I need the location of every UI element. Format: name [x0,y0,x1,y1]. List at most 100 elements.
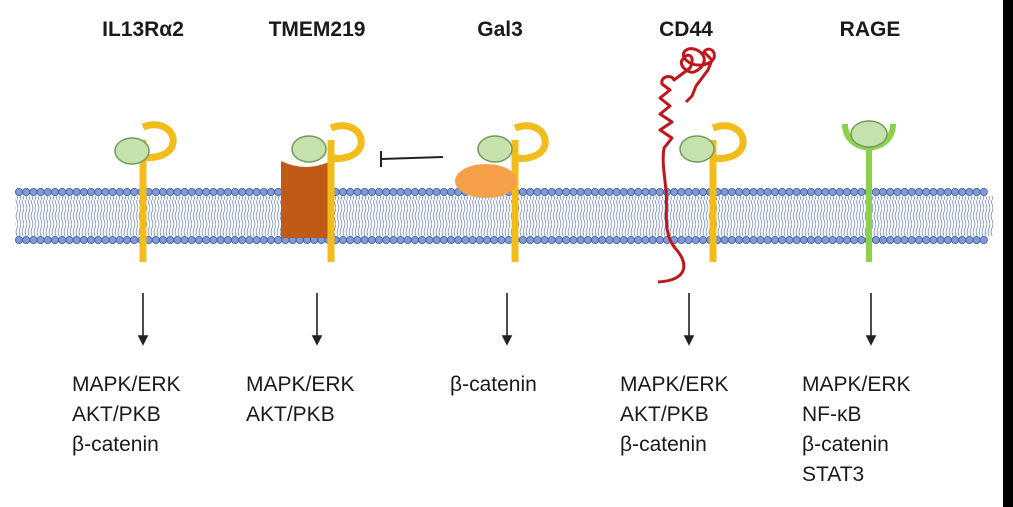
phospholipid-head [382,187,391,196]
phospholipid-head [922,235,931,244]
phospholipid-head [763,235,772,244]
phospholipid-head [367,235,376,244]
phospholipid-head [72,235,81,244]
phospholipid-head [576,235,585,244]
phospholipid-head [555,235,564,244]
phospholipid-head [29,187,38,196]
phospholipid-head [36,235,45,244]
phospholipid-head [576,187,585,196]
pathway-item: AKT/PKB [246,403,335,426]
phospholipid-head [670,187,679,196]
tmem219-ligand [291,135,327,163]
phospholipid-head [943,187,952,196]
pathway-item: NF-κB [802,403,862,426]
phospholipid-head [353,187,362,196]
phospholipid-head [958,187,967,196]
phospholipid-head [223,187,232,196]
phospholipid-head [799,235,808,244]
phospholipid-head [677,235,686,244]
phospholipid-head [65,235,74,244]
lipid-bilayer [14,187,993,244]
phospholipid-head [907,187,916,196]
phospholipid-head [900,235,909,244]
phospholipid-head [958,235,967,244]
phospholipid-head [591,235,600,244]
cd44-ligand [679,135,715,163]
phospholipid-head [655,187,664,196]
arrow-rage [865,293,877,346]
phospholipid-head [778,235,787,244]
phospholipid-head [879,187,888,196]
phospholipid-head [814,235,823,244]
phospholipid-head [130,235,139,244]
phospholipid-head [29,235,38,244]
phospholipid-head [180,235,189,244]
phospholipid-head [338,187,347,196]
phospholipid-head [785,235,794,244]
phospholipid-head [209,235,218,244]
phospholipid-head [871,235,880,244]
phospholipid-head [115,235,124,244]
phospholipid-head [771,187,780,196]
phospholipid-head [432,235,441,244]
phospholipid-head [403,235,412,244]
phospholipid-head [425,187,434,196]
phospholipid-head [929,235,938,244]
phospholipid-head [857,187,866,196]
phospholipid-head [360,187,369,196]
phospholipid-head [519,187,528,196]
pathway-item: MAPK/ERK [246,373,355,396]
phospholipid-head [555,187,564,196]
phospholipid-head [410,235,419,244]
arrow-cd44 [683,293,695,346]
phospholipid-head [979,187,988,196]
phospholipid-head [771,235,780,244]
phospholipid-head [230,187,239,196]
phospholipid-head [353,235,362,244]
phospholipid-head [382,235,391,244]
phospholipid-head [915,235,924,244]
phospholipid-head [14,187,23,196]
phospholipid-head [792,235,801,244]
phospholipid-head [598,235,607,244]
phospholipid-head [396,235,405,244]
pathway-item: β-catenin [620,433,707,456]
phospholipid-head [43,187,52,196]
receptor-title-tmem219: TMEM219 [268,18,366,41]
il13ra2-receptor [114,121,177,262]
phospholipid-head [893,235,902,244]
rage-ligand [850,120,888,148]
gal3-ligand [477,135,513,163]
phospholipid-head [835,187,844,196]
phospholipid-head [504,235,513,244]
phospholipid-head [648,187,657,196]
receptor-title-gal3: Gal3 [477,18,523,41]
tmem219-partner-protein [281,161,331,238]
phospholipid-head [396,187,405,196]
phospholipid-head [857,235,866,244]
phospholipid-head [691,235,700,244]
pathway-list-rage: MAPK/ERK NF-κB β-catenin STAT3 [802,370,911,490]
phospholipid-head [274,235,283,244]
phospholipid-head [238,235,247,244]
phospholipid-head [526,235,535,244]
arrow-tmem219 [311,293,323,346]
phospholipid-head [187,187,196,196]
phospholipid-head [742,187,751,196]
gal3-protein [455,164,517,198]
phospholipid-head [338,235,347,244]
phospholipid-head [108,235,117,244]
phospholipid-head [216,235,225,244]
phospholipid-head [814,187,823,196]
pathway-list-gal3: β-catenin [450,370,537,400]
phospholipid-head [727,235,736,244]
phospholipid-head [194,235,203,244]
phospholipid-head [965,187,974,196]
phospholipid-head [360,235,369,244]
phospholipid-head [915,187,924,196]
phospholipid-head [562,187,571,196]
phospholipid-head [879,235,888,244]
phospholipid-head [173,235,182,244]
phospholipid-head [619,187,628,196]
phospholipid-head [605,235,614,244]
